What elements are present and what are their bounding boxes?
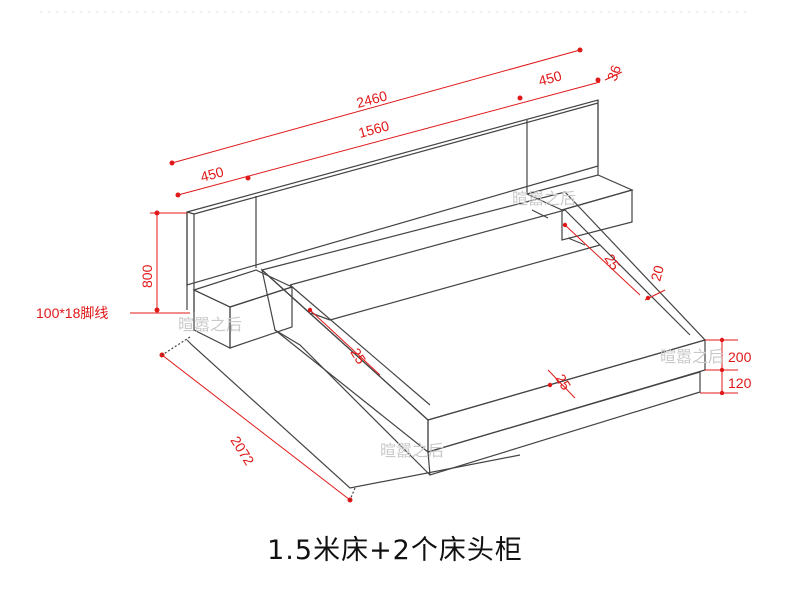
dim-headboard-thickness-label: 36 (604, 63, 624, 83)
dim-left-cabinet-label: 450 (199, 163, 226, 185)
dim-slat-right-label: 25 (601, 251, 623, 273)
watermark: 暄嚣之后 (512, 189, 576, 208)
dim-side-thickness-label: 20 (647, 263, 667, 282)
dim-total-width-label: 2460 (355, 87, 389, 111)
dim-slat-left-label: 25 (347, 345, 369, 367)
left-nightstand (192, 269, 294, 349)
bed-frame (186, 191, 707, 489)
dim-base-height-label: 120 (728, 375, 752, 391)
dim-chain (175, 77, 601, 198)
watermark: 暄嚣之后 (380, 441, 444, 460)
dim-bed-length (159, 336, 356, 503)
right-nightstand (525, 174, 634, 241)
dim-height-stack (700, 337, 738, 396)
dim-slat-front-label: 25 (552, 371, 574, 393)
dim-right-cabinet-label: 450 (537, 67, 564, 89)
baseboard-label: 100*18脚线 (36, 305, 108, 321)
caption: 1.5米床+2个床头柜 (267, 535, 523, 566)
watermark: 暄嚣之后 (178, 315, 242, 334)
dim-total-width (169, 47, 583, 166)
dim-headboard-height (150, 210, 187, 313)
watermark: 暄嚣之后 (660, 347, 724, 366)
dim-bed-length-label: 2072 (227, 433, 257, 468)
dim-bed-width-label: 1560 (357, 117, 391, 141)
headboard (186, 99, 599, 312)
dim-frame-height-label: 200 (728, 349, 752, 365)
dim-headboard-height-label: 800 (139, 264, 155, 288)
